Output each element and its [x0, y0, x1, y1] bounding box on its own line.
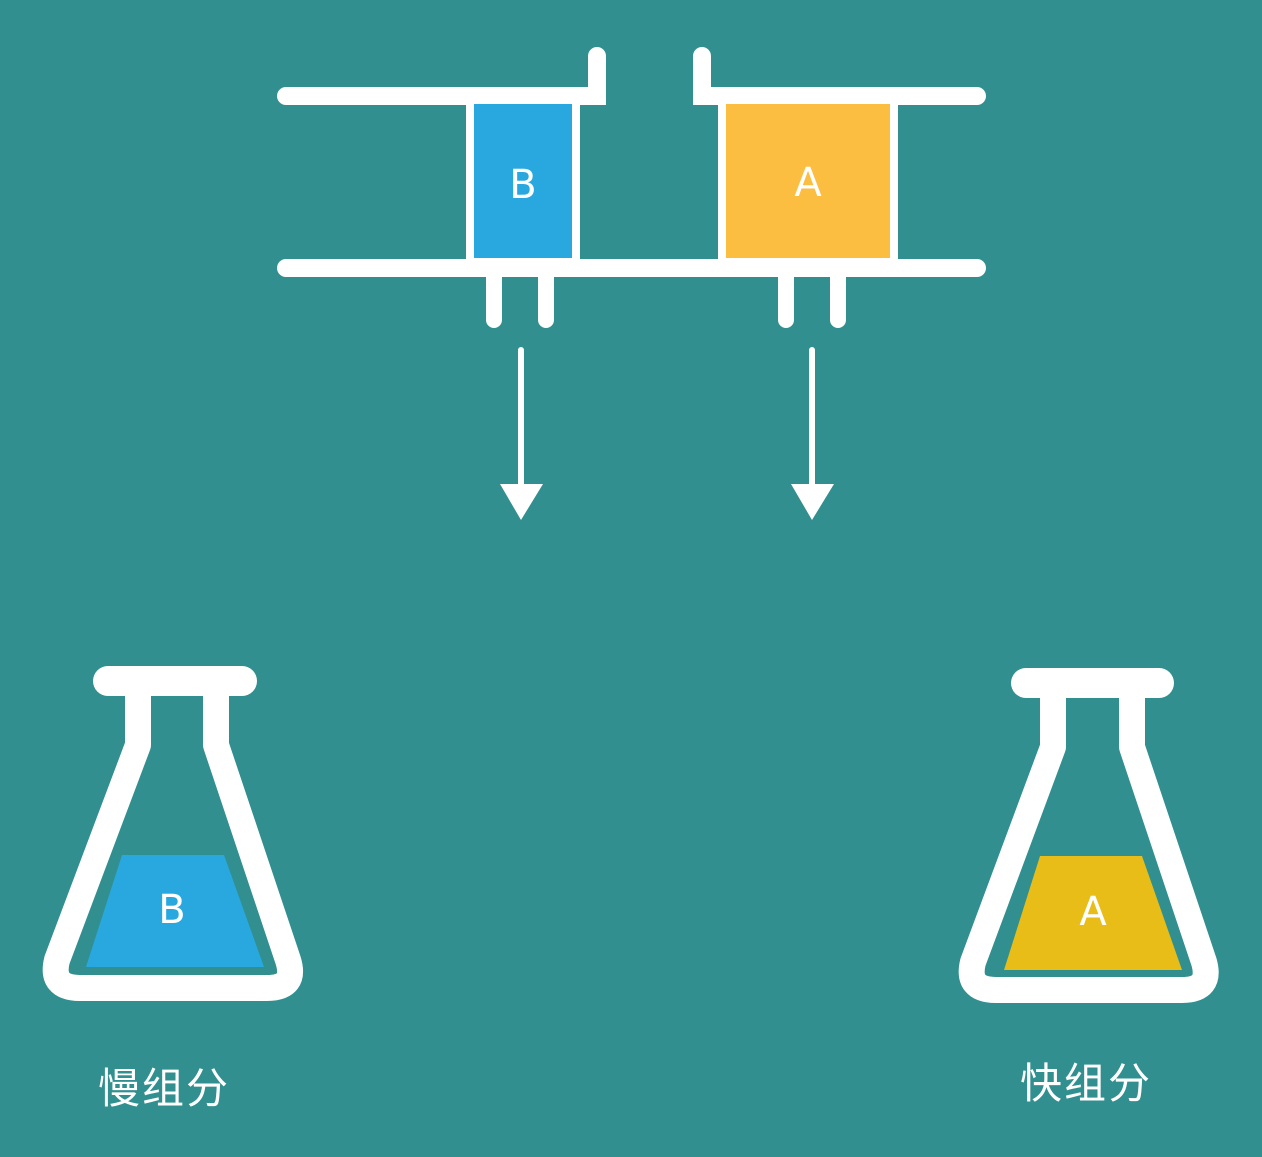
- outlet-a: [778, 264, 846, 328]
- flask-right-label: A: [1079, 889, 1107, 935]
- flask-icon: B: [42, 666, 304, 1001]
- fast-component-caption: 快组分: [1020, 1059, 1153, 1108]
- slow-component-caption: 慢组分: [98, 1064, 231, 1113]
- flask-left-label: B: [158, 887, 185, 933]
- flask-left-liquid: [86, 855, 264, 967]
- flask-icon: A: [958, 668, 1219, 1003]
- outlet-b: [486, 264, 554, 328]
- column-band-b-label: B: [509, 162, 536, 208]
- arrow-down-icon: [791, 347, 834, 520]
- arrow-down-icon: [500, 347, 543, 520]
- flask-left-outline: [42, 688, 304, 1001]
- column-top-left-wall: [277, 47, 606, 105]
- column-band-b: [466, 96, 580, 266]
- column-band-a-label: A: [794, 160, 822, 206]
- column-top-right-wall: [693, 47, 986, 105]
- flask-right-liquid: [1004, 856, 1182, 970]
- flask-right-outline: [958, 690, 1219, 1003]
- column-band-a: [718, 96, 898, 266]
